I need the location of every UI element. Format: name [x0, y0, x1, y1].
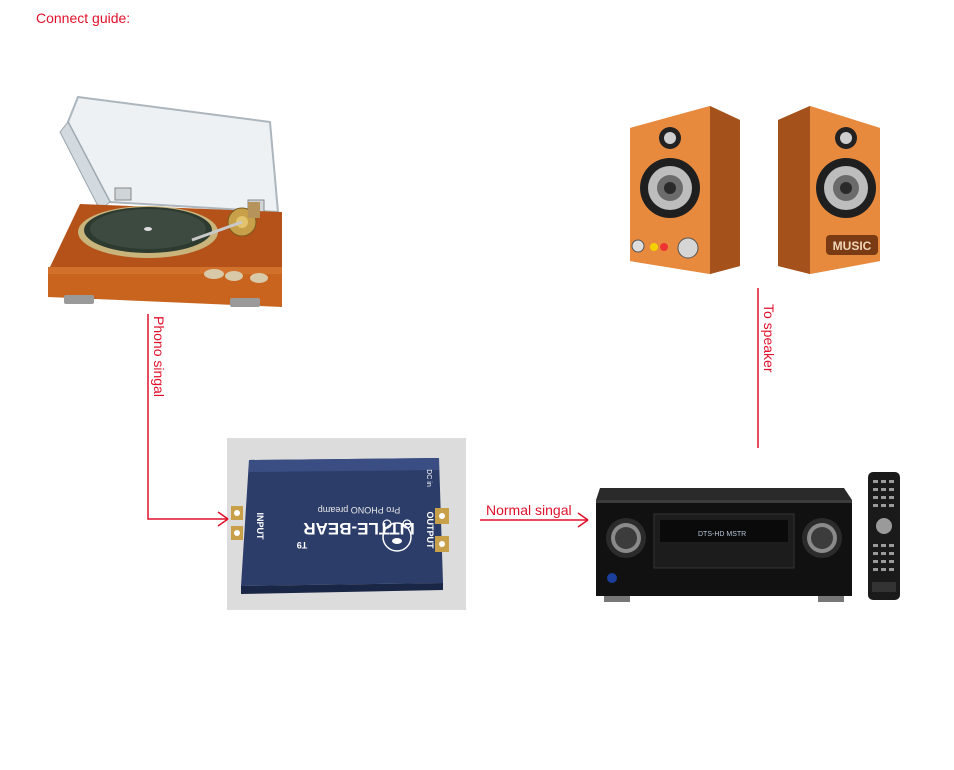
preamp-subtitle: Pro PHONO preamp: [318, 505, 401, 515]
normal-arrow-head-lower: [577, 519, 589, 528]
preamp-image: LITTLE-BEAR Pro PHONO preamp T9 INPUT OU…: [227, 438, 466, 610]
to-speaker-label: To speaker: [761, 304, 777, 373]
preamp-model: T9: [297, 540, 308, 550]
phono-signal-label: Phono singal: [151, 316, 167, 397]
guide-title: Connect guide:: [36, 10, 131, 26]
receiver-image: DTS-HD MSTR: [594, 480, 856, 606]
preamp-input-label: INPUT: [255, 513, 265, 541]
normal-signal-label: Normal singal: [486, 502, 572, 518]
speaker-music-badge: MUSIC: [833, 239, 872, 253]
speakers-image: MUSIC: [618, 96, 908, 281]
preamp-brand: LITTLE-BEAR: [303, 519, 414, 538]
preamp-output-label: OUTPUT: [425, 512, 435, 550]
turntable-image: [20, 92, 290, 314]
remote-control-image: [864, 470, 904, 602]
normal-arrow-head-upper: [577, 512, 589, 521]
preamp-dc-label: DC in: [425, 469, 432, 487]
receiver-display-text: DTS-HD MSTR: [698, 531, 746, 538]
